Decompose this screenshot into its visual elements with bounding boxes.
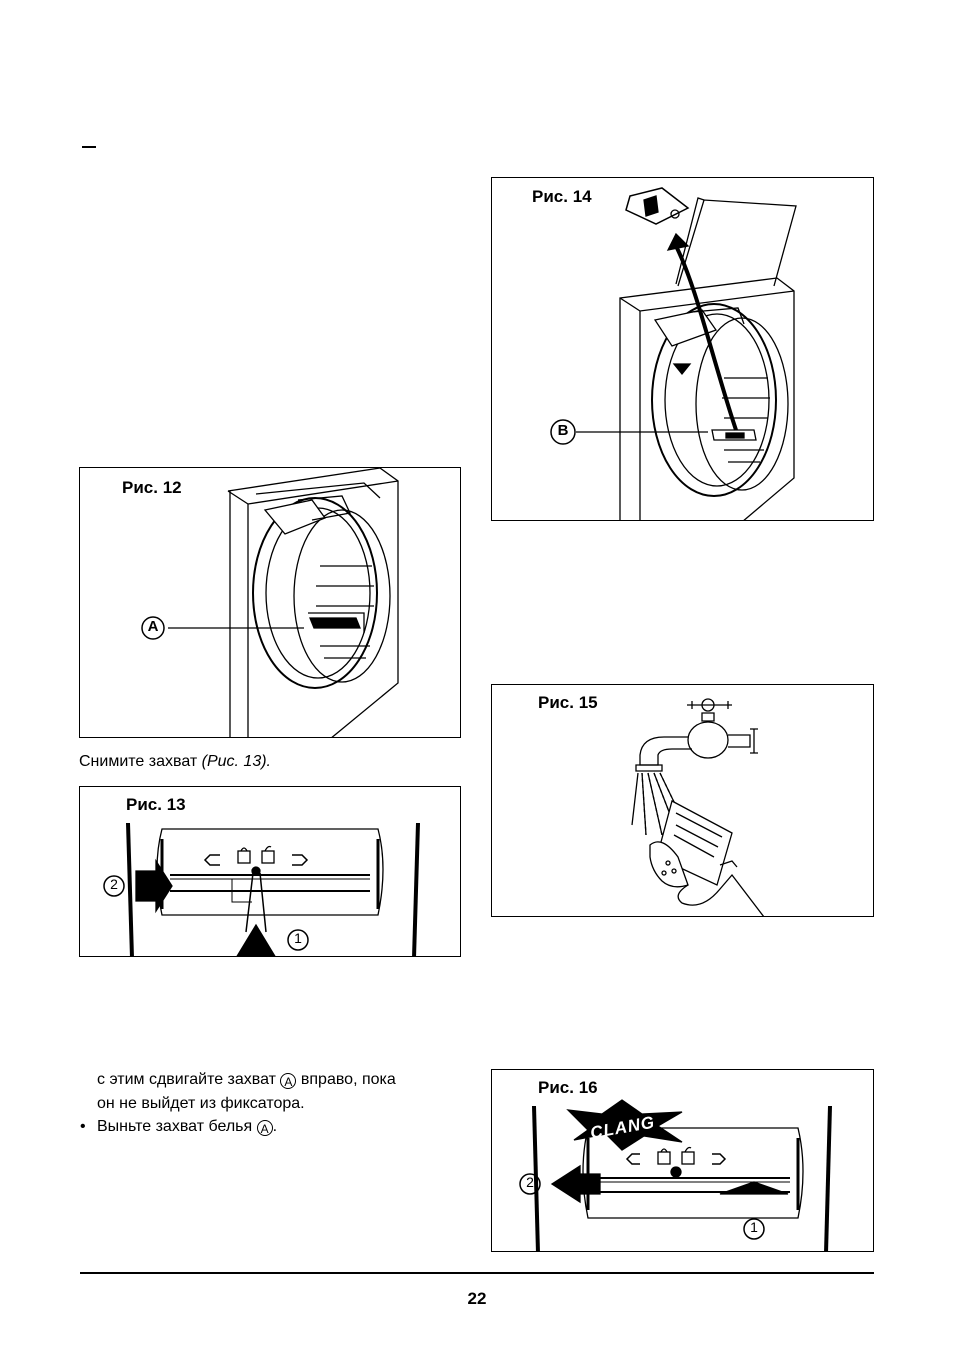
remove-grip-bullet-text-b: . — [273, 1118, 277, 1135]
marker-a-circle: A — [280, 1073, 296, 1089]
washer-grip-removal-illustration — [492, 178, 874, 521]
slide-grip-text-b: вправо, пока — [296, 1071, 395, 1088]
callout-b-label: B — [552, 422, 574, 439]
stray-dash — [82, 146, 96, 148]
callout-1-digit: 1 — [288, 930, 308, 946]
figure-13: Рис. 13 ② ① 2 1 — [79, 786, 461, 957]
callout-a-label: A — [142, 618, 164, 635]
figure-15: Рис. 15 — [491, 684, 874, 917]
grip-release-illustration — [80, 787, 461, 957]
grip-lock-illustration — [492, 1070, 874, 1252]
remove-grip-figure-ref: (Рис. 13). — [202, 753, 271, 770]
callout-1-digit: 1 — [744, 1219, 764, 1235]
callout-2-digit: 2 — [104, 876, 124, 892]
remove-grip-bullet-item: •Выньте захват белья A. — [80, 1116, 277, 1138]
footer-rule — [80, 1272, 874, 1274]
remove-grip-bullet-text-a: Выньте захват белья — [97, 1118, 257, 1135]
remove-grip-instruction: Снимите захват (Рис. 13). — [79, 751, 271, 773]
slide-grip-instruction-line2: он не выйдет из фиксатора. — [97, 1093, 305, 1115]
bullet: • — [80, 1116, 97, 1138]
figure-12: Рис. 12 A — [79, 467, 461, 738]
washer-drum-illustration — [80, 468, 461, 738]
figure-16: Рис. 16 CLANG 2 1 ② ① — [491, 1069, 874, 1252]
callout-2-digit: 2 — [520, 1174, 540, 1190]
figure-14: Рис. 14 B — [491, 177, 874, 521]
marker-a-circle: A — [257, 1120, 273, 1136]
remove-grip-text: Снимите захват — [79, 753, 202, 770]
slide-grip-text-a: с этим сдвигайте захват — [97, 1071, 280, 1088]
rinse-under-tap-illustration — [492, 685, 874, 917]
page-number: 22 — [0, 1289, 954, 1309]
slide-grip-instruction-line1: с этим сдвигайте захват A вправо, пока — [97, 1069, 396, 1091]
